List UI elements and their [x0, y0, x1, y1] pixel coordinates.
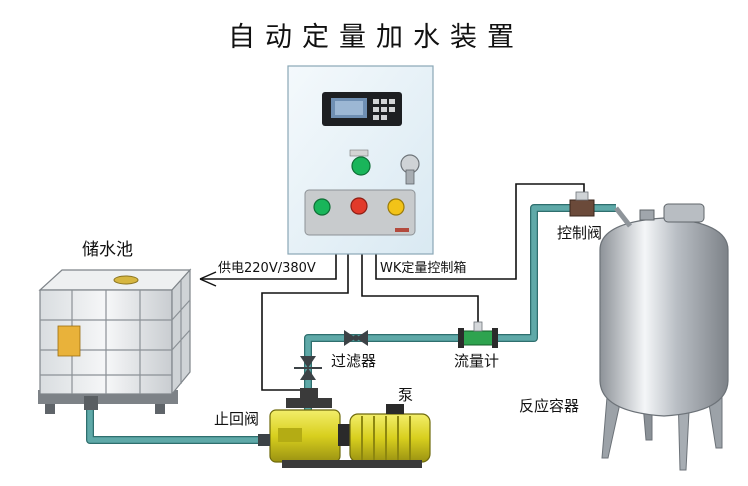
diagram-title: 自动定量加水装置	[228, 22, 524, 53]
control-valve-icon	[569, 191, 595, 217]
pump-label: 泵	[398, 386, 413, 404]
control-box	[287, 65, 434, 255]
water-tank	[38, 268, 192, 414]
stop-button-icon	[350, 197, 368, 215]
power-label: 供电220V/380V	[218, 261, 316, 276]
reset-button-icon	[387, 198, 405, 216]
control-box-label: WK定量控制箱	[380, 260, 466, 276]
start-button-icon	[313, 198, 331, 216]
check-valve-icon	[258, 434, 270, 446]
filter-label: 过滤器	[331, 352, 376, 370]
reactor-vessel	[599, 203, 729, 471]
power-arrow	[199, 271, 217, 287]
riser-valve-icon	[294, 356, 322, 380]
flowmeter-icon	[458, 321, 498, 348]
flowmeter-label: 流量计	[454, 352, 499, 370]
control-valve-label: 控制阀	[557, 224, 602, 242]
indicator-lamp-green	[351, 156, 371, 176]
filter-icon	[344, 330, 368, 346]
check-valve-label: 止回阀	[214, 410, 259, 428]
reactor-label: 反应容器	[519, 397, 579, 415]
keypad-icon	[373, 99, 395, 120]
tank-label-plate	[57, 325, 81, 357]
signal-wires	[200, 183, 585, 391]
reservoir-label: 储水池	[82, 240, 133, 260]
tank-outlet-valve-icon	[84, 396, 98, 410]
